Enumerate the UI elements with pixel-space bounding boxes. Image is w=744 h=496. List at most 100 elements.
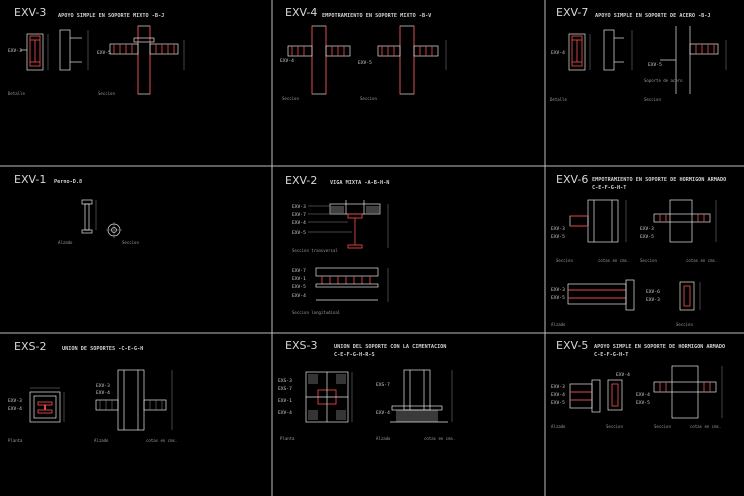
tag: EXV-4 xyxy=(292,220,306,226)
tag: EXV-3 xyxy=(8,48,22,54)
tag: EXV-4 xyxy=(636,392,650,398)
caption: cotas en cms. xyxy=(598,258,629,263)
caption: Planta xyxy=(8,438,23,443)
detail-bracket xyxy=(59,29,89,71)
tag: EXV-5 xyxy=(358,60,372,66)
caption: Seccion xyxy=(654,424,671,429)
panel-subtitle: APOYO SIMPLE EN SOPORTE DE ACERO -B-J xyxy=(595,13,711,19)
section-steel-column xyxy=(660,26,727,94)
detail-i-beam xyxy=(20,33,49,71)
section-b xyxy=(653,199,717,243)
tag: EXV-5 xyxy=(551,295,565,301)
tag: EXS-7 xyxy=(376,382,390,388)
caption: Seccion xyxy=(282,96,299,101)
panel-code: EXV-7 xyxy=(556,6,588,19)
caption: cotas en cms. xyxy=(146,438,177,443)
caption: Seccion longitudinal xyxy=(292,310,341,315)
tag: EXV-3 xyxy=(551,287,565,293)
panel-subtitle: VIGA MIXTA -A-B-H-N xyxy=(330,180,389,186)
tag: EXV-3 xyxy=(96,383,110,389)
tag: EXV-5 xyxy=(648,62,662,68)
panel-exs-3: EXS-3 UNION DEL SOPORTE CON LA CIMENTACI… xyxy=(278,339,455,441)
caption: Alzado xyxy=(551,322,566,327)
caption: Soporte de acero xyxy=(644,78,683,83)
tag: EXV-5 xyxy=(292,284,306,290)
tag: EXV-7 xyxy=(292,268,306,274)
tag: EXV-5 xyxy=(551,400,565,406)
panel-code: EXV-4 xyxy=(285,6,317,19)
tag: EXV-4 xyxy=(8,406,22,412)
panel-subtitle: UNION DEL SOPORTE CON LA CIMENTACION xyxy=(334,344,446,350)
caption: Seccion xyxy=(556,258,573,263)
caption: Seccion xyxy=(640,258,657,263)
plan-base-plate xyxy=(305,371,353,423)
tag: EXV-4 xyxy=(551,392,565,398)
caption: cotas en cms. xyxy=(690,424,721,429)
panel-subtitle-2: C-E-F-G-H-T xyxy=(592,185,626,191)
panel-exv-5: EXV-5 APOYO SIMPLE EN SOPORTE DE HORMIGO… xyxy=(551,339,725,429)
section-a xyxy=(569,199,627,243)
tag: EXV-4 xyxy=(376,410,390,416)
detail-bracket xyxy=(603,29,633,71)
section-c xyxy=(679,281,701,311)
caption: Seccion xyxy=(122,240,139,245)
tag: EXV-4 xyxy=(96,390,110,396)
panel-exv-3: EXV-3 APOYO SIMPLE EN SOPORTE MIXTO -B-J… xyxy=(8,6,185,96)
elevation xyxy=(569,379,601,413)
panel-exv-7: EXV-7 APOYO SIMPLE EN SOPORTE DE ACERO -… xyxy=(550,6,727,102)
tag: EXS-3 xyxy=(278,378,292,384)
panel-exv-2: EXV-2 VIGA MIXTA -A-B-H-N EXV-3 EXV-7 EX… xyxy=(285,174,389,315)
tag: EXV-5 xyxy=(292,230,306,236)
caption: cotas en cms. xyxy=(686,258,717,263)
caption: Seccion xyxy=(360,96,377,101)
panel-exs-2: EXS-2 UNION DE SOPORTES -C-E-G-H EXV-3 E… xyxy=(8,340,177,443)
tag: EXV-3 xyxy=(646,297,660,303)
panel-subtitle-2: C-E-F-G-H-T xyxy=(594,352,628,358)
tag: EXV-5 xyxy=(636,400,650,406)
caption: Alzado xyxy=(94,438,109,443)
composite-beam-cross-section xyxy=(329,200,389,249)
tag: EXV-4 xyxy=(616,372,630,378)
stud-elevation xyxy=(81,199,97,234)
caption: Seccion xyxy=(676,322,693,327)
panel-code: EXV-3 xyxy=(14,6,46,19)
section-column-beams xyxy=(109,25,185,95)
caption: Planta xyxy=(280,436,295,441)
panel-subtitle: UNION DE SOPORTES -C-E-G-H xyxy=(62,346,143,352)
section-left xyxy=(287,25,351,95)
caption: Alzado xyxy=(376,436,391,441)
elevation xyxy=(567,279,635,311)
caption: Seccion xyxy=(606,424,623,429)
tag: EXS-7 xyxy=(278,386,292,392)
panel-exv-4: EXV-4 EMPOTRAMIENTO EN SOPORTE MIXTO -B-… xyxy=(280,6,447,101)
panel-code: EXV-2 xyxy=(285,174,317,187)
tag: EXV-1 xyxy=(278,398,292,404)
tag: EXV-6 xyxy=(646,289,660,295)
tag: EXV-3 xyxy=(292,204,306,210)
panel-subtitle: APOYO SIMPLE EN SOPORTE MIXTO -B-J xyxy=(58,13,164,19)
tag: EXV-4 xyxy=(278,410,292,416)
panel-code: EXV-6 xyxy=(556,173,588,186)
panel-subtitle: EMPOTRAMIENTO EN SOPORTE MIXTO -B-V xyxy=(322,13,431,19)
section-a xyxy=(607,379,623,411)
section-b xyxy=(653,365,723,419)
panel-code: EXV-1 xyxy=(14,173,46,186)
panel-subtitle-2: C-E-F-G-H-R-S xyxy=(334,352,375,358)
caption: Seccion xyxy=(644,97,661,102)
caption: Seccion transversal xyxy=(292,248,338,253)
tag: EXV-3 xyxy=(551,384,565,390)
caption: Detalle xyxy=(550,97,567,102)
tag: EXV-3 xyxy=(8,398,22,404)
caption: cotas en cms. xyxy=(424,436,455,441)
tag: EXV-4 xyxy=(292,293,306,299)
elevation-column-splice xyxy=(95,369,173,431)
tag: EXV-4 xyxy=(551,50,565,56)
panel-subtitle: EMPOTRAMIENTO EN SOPORTE DE HORMIGON ARM… xyxy=(592,177,726,183)
plan-column-splice xyxy=(29,387,65,423)
tag: EXV-7 xyxy=(292,212,306,218)
tag: EXV-3 xyxy=(640,226,654,232)
detail-i-beam xyxy=(568,33,591,71)
tag: EXV-1 xyxy=(292,276,306,282)
